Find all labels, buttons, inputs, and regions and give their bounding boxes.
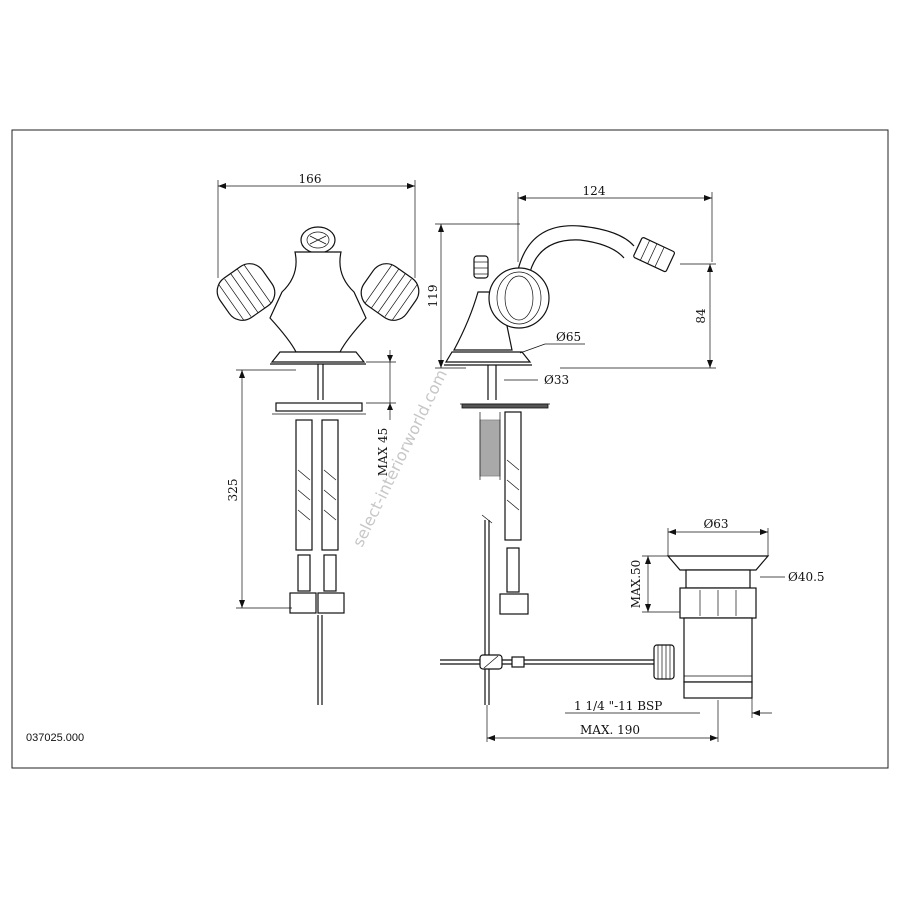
- width-dimension: 166: [299, 172, 322, 186]
- body-diameter-dimension: Ø40.5: [788, 570, 825, 584]
- height-dimension: 119: [426, 285, 440, 308]
- thread-dimension: 1 1/4 "-11 BSP: [574, 699, 662, 713]
- product-code: 037025.000: [26, 732, 84, 744]
- drawing-frame: [11, 129, 889, 769]
- deck-thickness-dimension: MAX 45: [376, 428, 390, 477]
- flange-diameter-dimension: Ø63: [703, 517, 728, 531]
- side-view: 124 119 84: [426, 184, 716, 705]
- reach-dimension: 124: [583, 184, 606, 198]
- spout-height-dimension: 84: [694, 308, 708, 324]
- shank-diameter-dimension: Ø33: [544, 373, 569, 387]
- below-deck-dimension: 325: [226, 479, 240, 502]
- waste-view: Ø63 Ø40.5 MAX.50: [440, 517, 825, 742]
- flange-height-dimension: MAX.50: [629, 560, 643, 609]
- front-view: 166: [216, 172, 420, 705]
- watermark: select-interiorworld.com: [349, 366, 451, 549]
- base-diameter-dimension: Ø65: [556, 330, 581, 344]
- rod-length-dimension: MAX. 190: [580, 723, 640, 737]
